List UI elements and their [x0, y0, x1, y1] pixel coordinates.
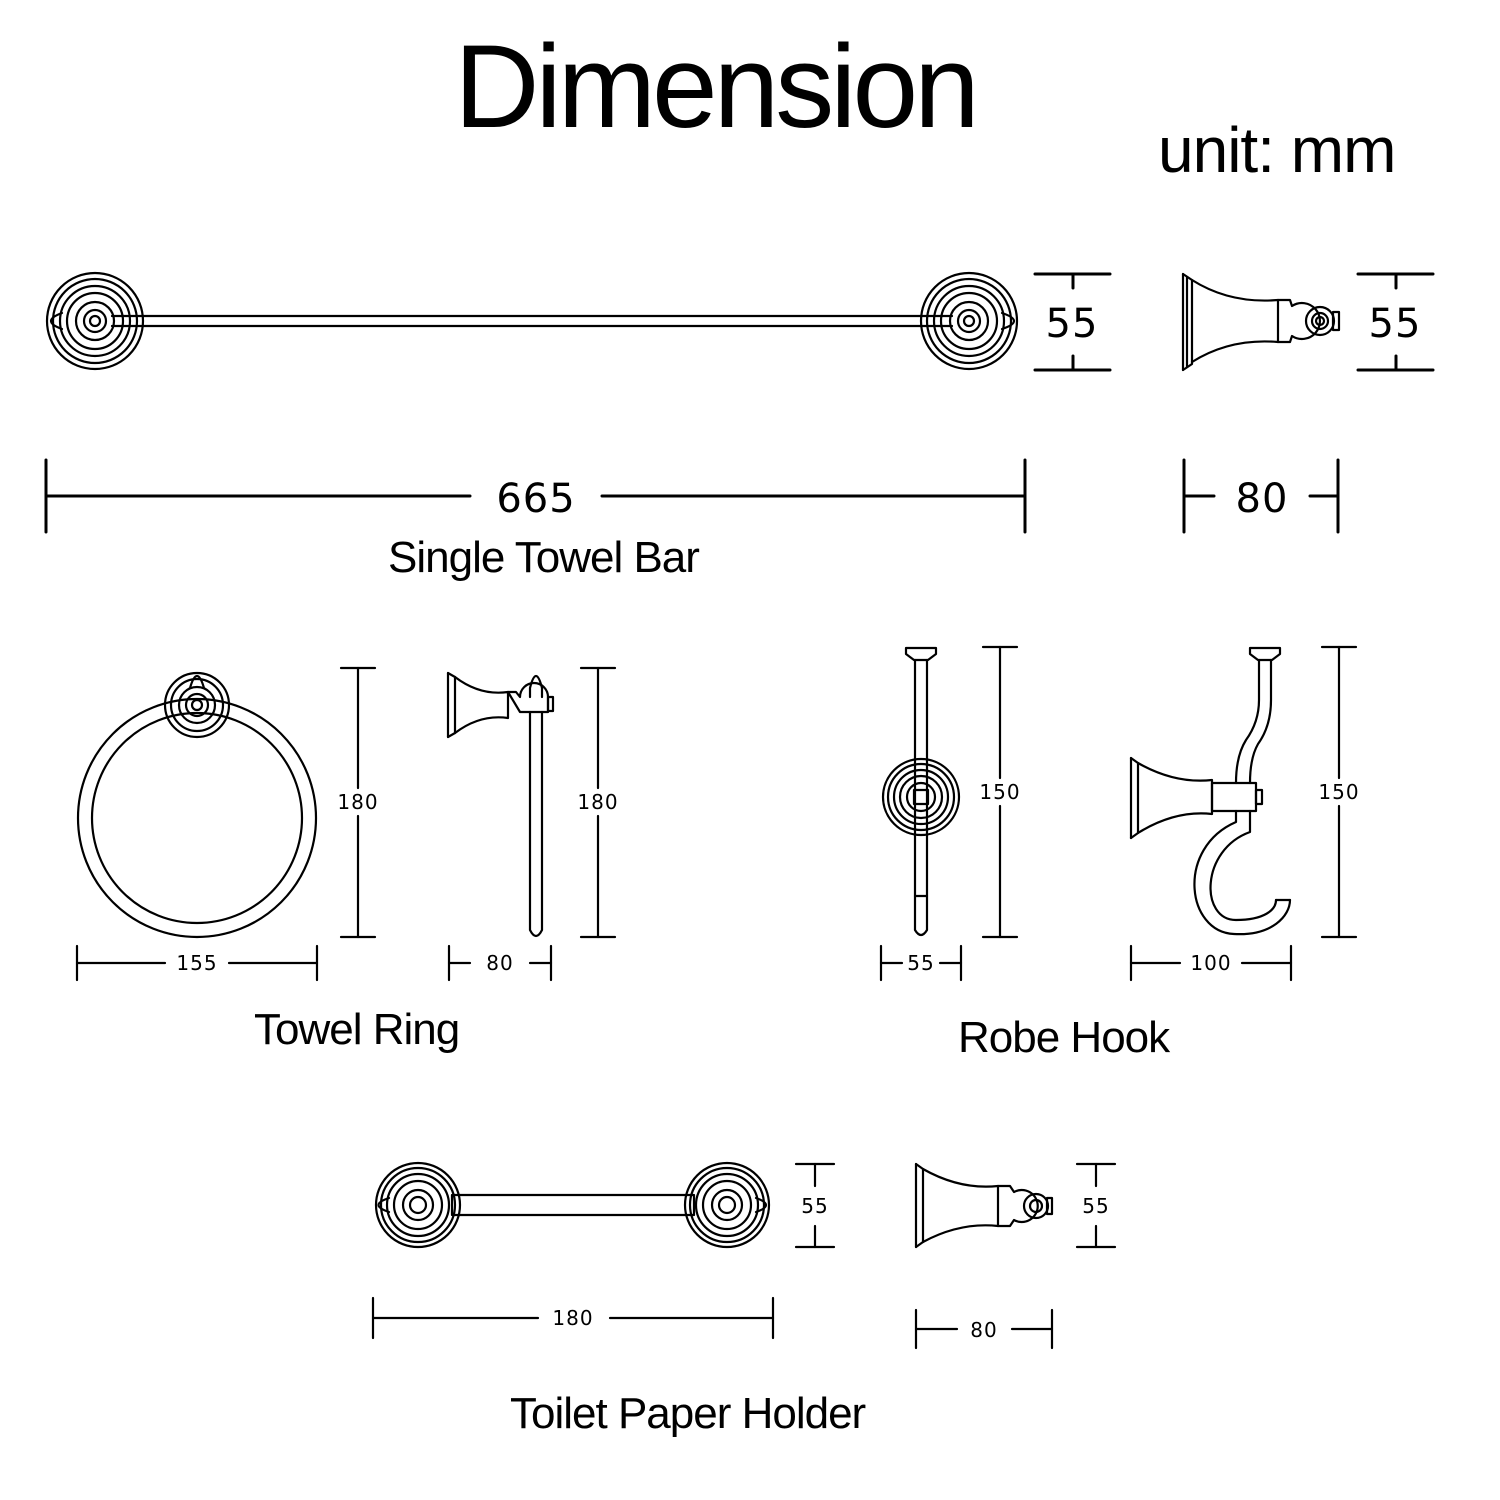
- towel-bar-height-front-value: 55: [1046, 301, 1099, 347]
- towel-ring-front-view: [76, 671, 318, 939]
- towel-bar-depth-dimension: [1182, 458, 1340, 534]
- toilet-paper-holder-height-side-value: 55: [1082, 1194, 1109, 1218]
- toilet-paper-holder-depth-dimension: [914, 1308, 1054, 1350]
- towel-bar-depth-value: 80: [1236, 476, 1289, 522]
- robe-hook-front-view: [881, 646, 961, 937]
- towel-bar-label: Single Towel Bar: [388, 533, 700, 582]
- robe-hook-depth-dimension: [1129, 944, 1293, 982]
- towel-bar-length-value: 665: [496, 476, 575, 522]
- toilet-paper-holder-front-view: [374, 1161, 771, 1249]
- page-title: Dimension: [454, 21, 979, 153]
- toilet-paper-holder-height-front-value: 55: [801, 1194, 828, 1218]
- towel-bar-length-dimension: [44, 458, 1027, 534]
- towel-ring-depth-value: 80: [486, 951, 513, 975]
- towel-ring-depth-dimension: [447, 944, 553, 982]
- toilet-paper-holder-side-height-dimension: [1075, 1162, 1117, 1249]
- robe-hook-side-view: [1129, 646, 1292, 936]
- towel-ring-label: Towel Ring: [254, 1005, 460, 1054]
- toilet-paper-holder-label: Toilet Paper Holder: [510, 1389, 866, 1438]
- towel-bar-height-dimension: [1033, 272, 1112, 372]
- robe-hook-height-dimension: [981, 645, 1019, 939]
- towel-ring-width-value: 155: [176, 951, 217, 975]
- robe-hook-width-dimension: [879, 944, 963, 982]
- robe-hook-height-side-value: 150: [1318, 780, 1359, 804]
- towel-ring-side-view: [446, 671, 555, 938]
- toilet-paper-holder-height-dimension: [794, 1162, 836, 1249]
- towel-bar-front-view: [45, 271, 1019, 371]
- towel-ring-width-dimension: [75, 944, 319, 982]
- toilet-paper-holder-depth-value: 80: [970, 1318, 997, 1342]
- robe-hook-depth-value: 100: [1190, 951, 1231, 975]
- towel-bar-side-view: [1181, 272, 1341, 372]
- robe-hook-height-front-value: 150: [979, 780, 1020, 804]
- towel-bar-height-side-value: 55: [1369, 301, 1422, 347]
- toilet-paper-holder-length-value: 180: [552, 1306, 593, 1330]
- robe-hook-width-value: 55: [907, 951, 934, 975]
- towel-bar-side-height-dimension: [1356, 272, 1435, 372]
- towel-ring-side-height-dimension: [579, 666, 617, 939]
- toilet-paper-holder-side-view: [914, 1162, 1054, 1249]
- toilet-paper-holder-length-dimension: [371, 1296, 775, 1340]
- towel-ring-height-dimension: [339, 666, 377, 939]
- robe-hook-label: Robe Hook: [958, 1013, 1170, 1062]
- towel-ring-height-side-value: 180: [577, 790, 618, 814]
- unit-label: unit: mm: [1158, 114, 1396, 186]
- robe-hook-side-height-dimension: [1320, 645, 1358, 939]
- towel-ring-height-front-value: 180: [337, 790, 378, 814]
